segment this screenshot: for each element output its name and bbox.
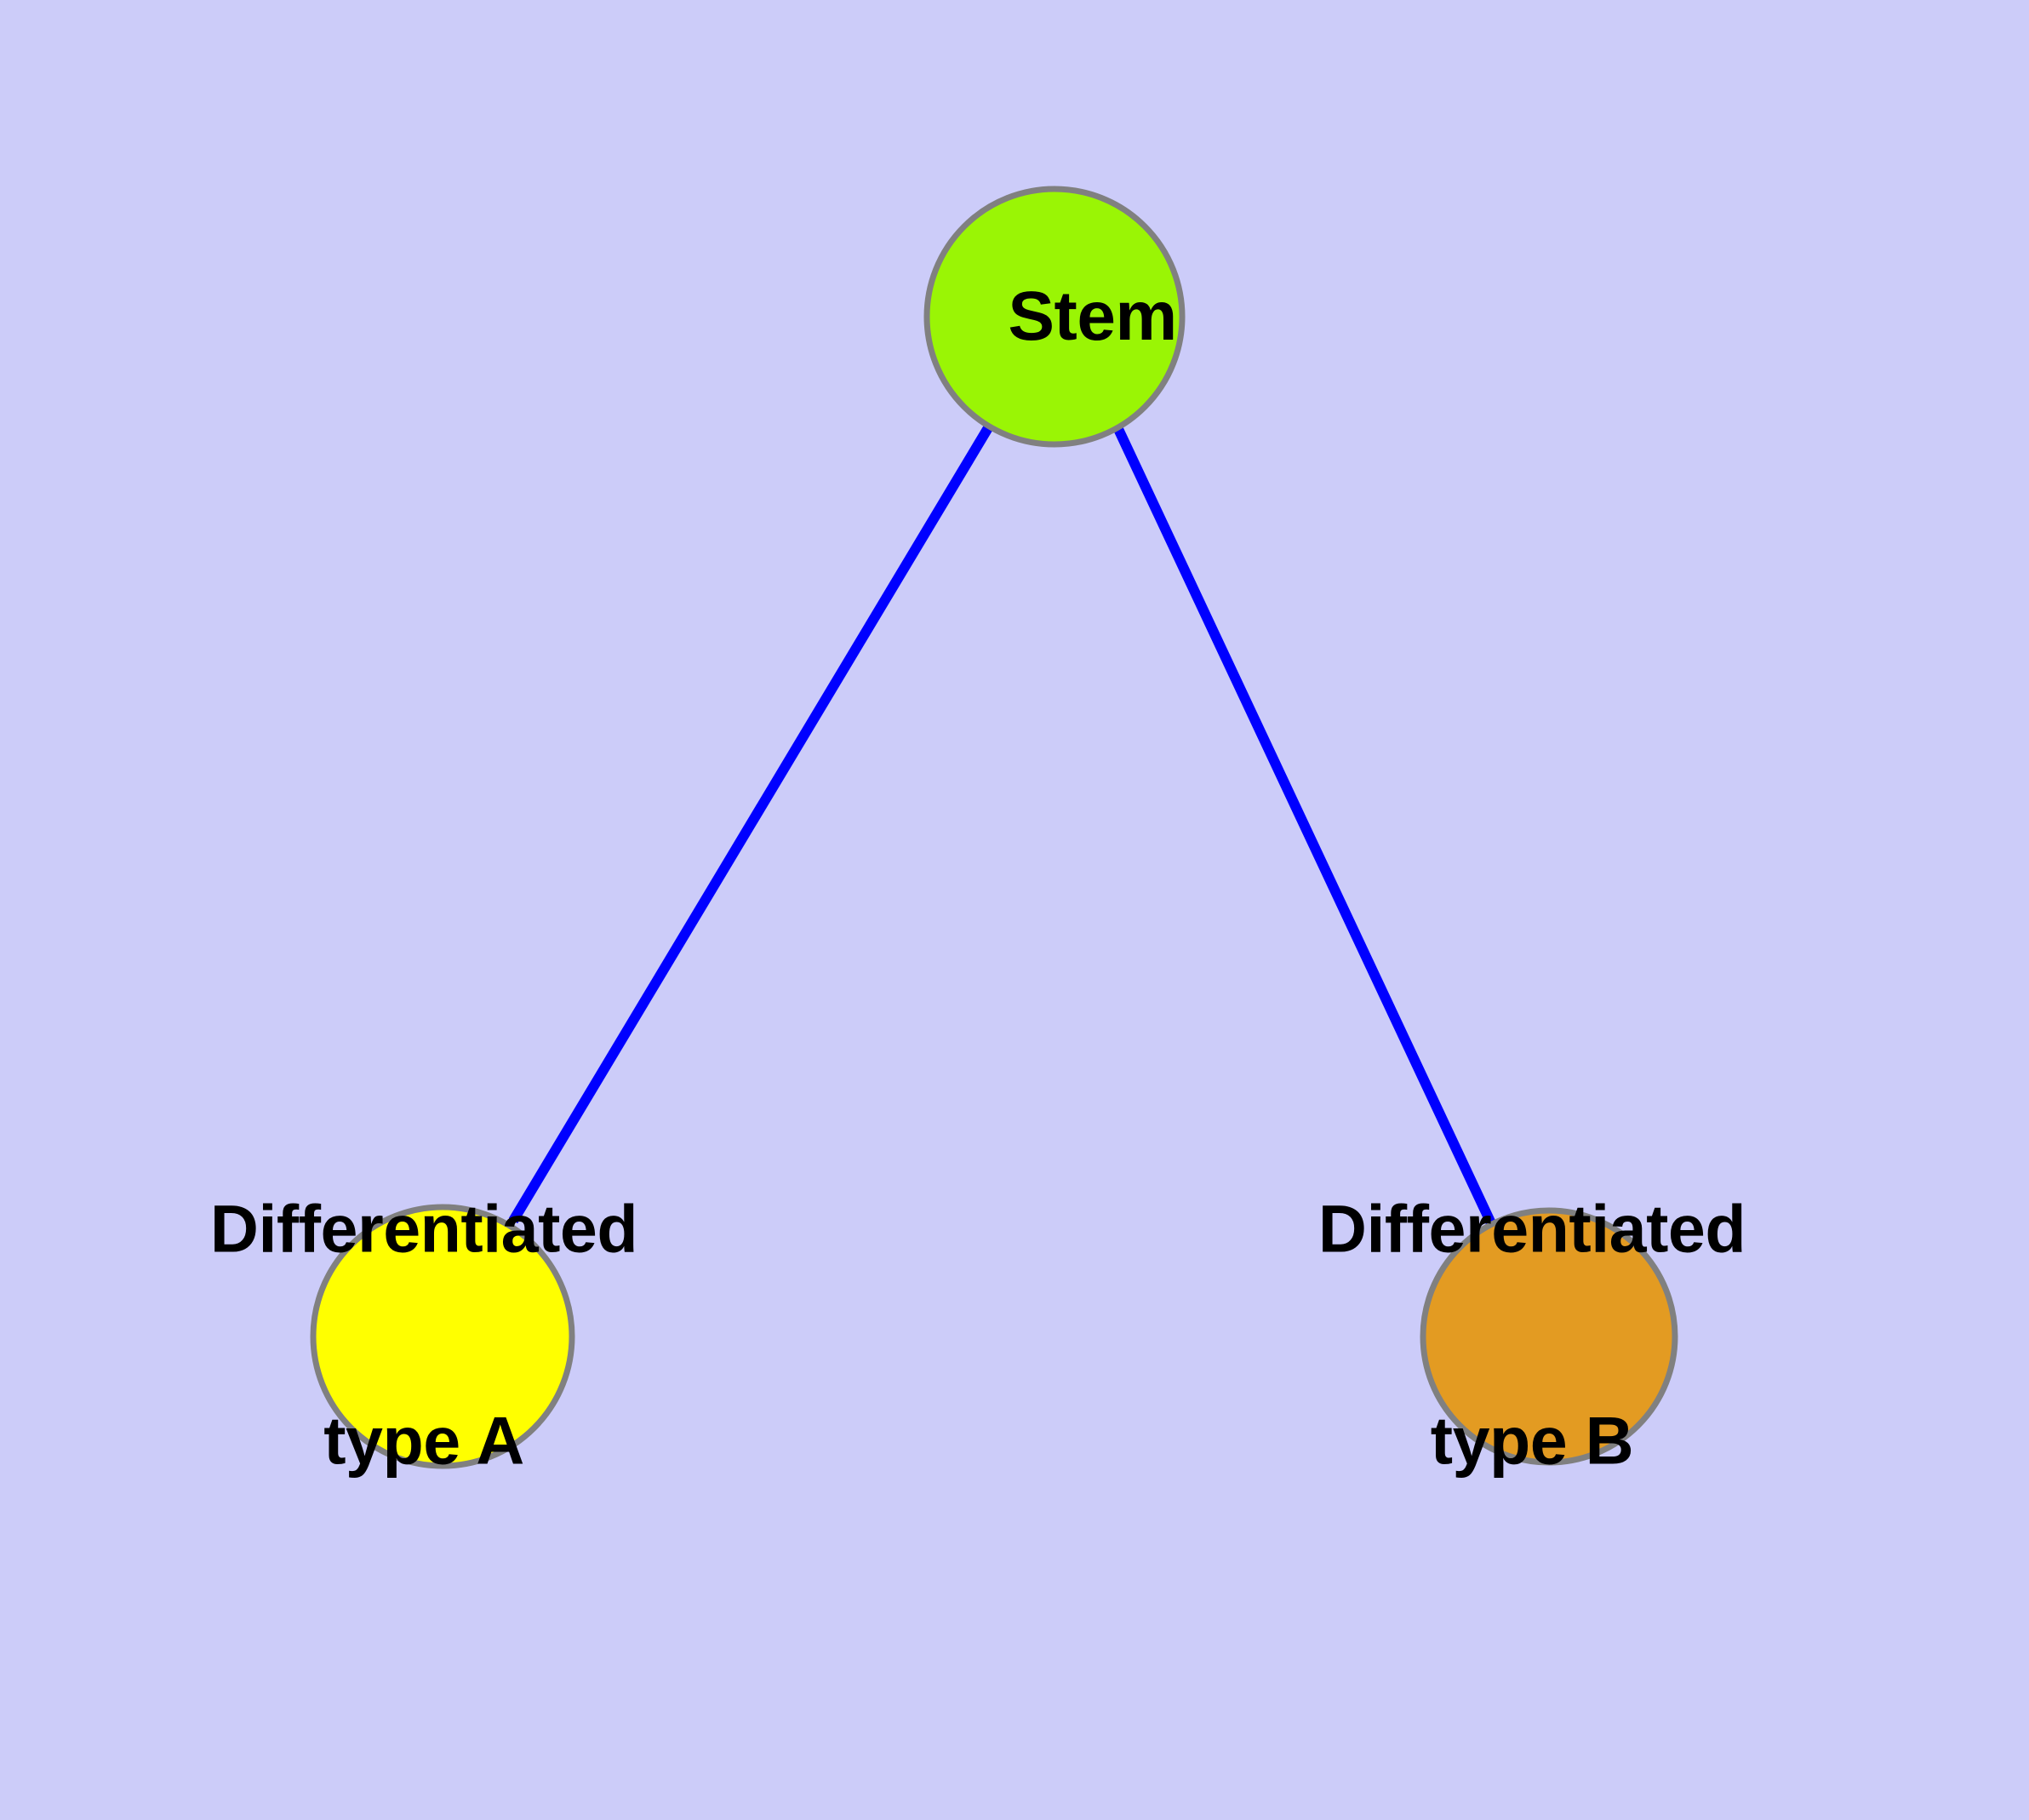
edge-stem-to-type-a[interactable] xyxy=(508,423,994,1224)
node-stem-circle[interactable] xyxy=(923,186,1186,448)
nodes-layer xyxy=(310,186,1678,1469)
edges-layer xyxy=(508,423,1496,1226)
node-type-a-circle[interactable] xyxy=(310,1204,575,1469)
edge-stem-to-type-b[interactable] xyxy=(1113,426,1496,1226)
node-type-b-circle[interactable] xyxy=(1420,1207,1678,1466)
